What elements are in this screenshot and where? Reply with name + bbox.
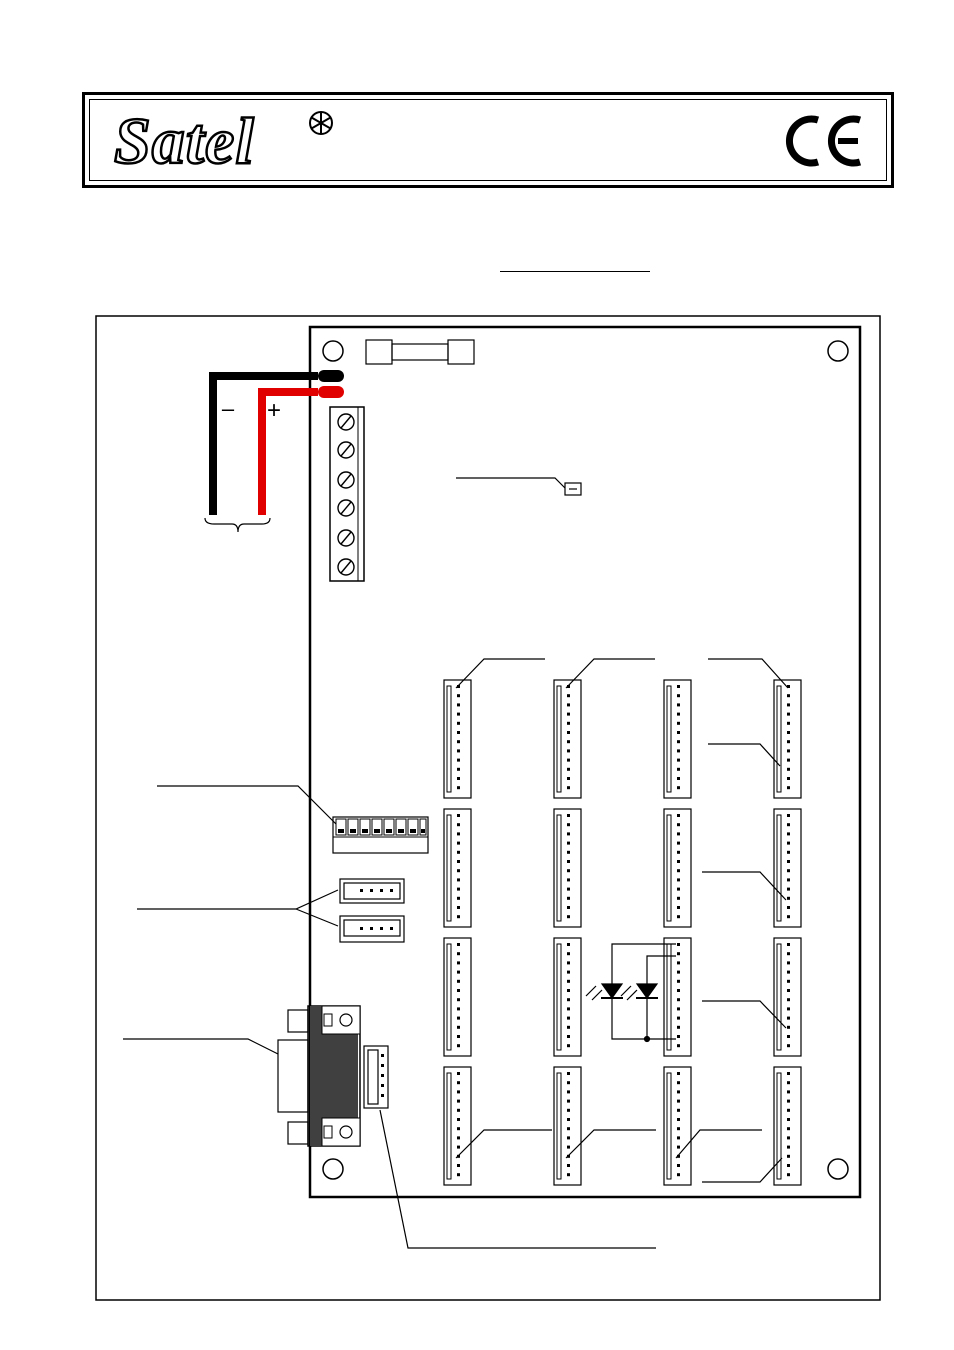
leader-line [565,1129,656,1159]
power-minus-label: – [222,396,235,421]
pin-connector [443,808,472,928]
negative-wire-end [318,370,344,382]
pin-connector [443,1066,472,1186]
mounting-hole [322,1158,344,1180]
pin-connector [773,1066,802,1186]
leader-line [565,658,655,689]
pin-connector [553,937,582,1057]
vertical-pin-header [363,1045,389,1109]
board-outline [308,325,862,1199]
fuse [365,339,475,365]
pin-connector [553,1066,582,1186]
ce-mark-icon [785,115,862,167]
pin-connector [663,1066,692,1186]
screw-terminal-block [329,406,365,582]
pin-connector [773,808,802,928]
leader-line [456,477,566,489]
pin-connector [663,808,692,928]
power-brace [204,517,271,533]
leader-line [702,1000,787,1029]
pin-connector [663,937,692,1057]
leader-line [708,743,781,767]
small-component [564,482,582,496]
leader-line [379,1109,656,1249]
leader-line [675,1129,762,1159]
pin-connector [553,808,582,928]
positive-wire-end [318,386,344,398]
pin-connector [663,679,692,799]
mounting-hole [827,340,849,362]
serial-db-connector [277,1005,361,1147]
power-plus-label: + [267,397,281,424]
asterisk-star-icon [309,111,333,135]
leader-line [137,889,339,927]
pin-connector [443,937,472,1057]
header-inner-border: Satel [89,99,887,181]
leader-line [455,658,545,689]
pin-connector [443,679,472,799]
pin-header-connectors [339,878,405,943]
dip-switch [332,816,429,854]
mounting-hole [827,1158,849,1180]
leader-line [708,658,789,689]
leader-line [702,871,787,901]
leader-line [455,1129,552,1159]
negative-wire [209,372,318,515]
figure-frame [95,315,881,1301]
pin-connector [773,679,802,799]
led-pair-schematic [585,943,676,1043]
leader-line [123,1038,279,1055]
mounting-holes [322,340,849,1180]
pin-connector [773,937,802,1057]
title-underline [500,271,650,272]
leader-line [157,785,337,825]
power-wires [209,370,344,515]
mounting-hole [322,340,344,362]
pin-connector [553,679,582,799]
leader-line [702,1157,783,1183]
header-frame: Satel [82,92,894,188]
satel-logo: Satel [113,104,255,180]
positive-wire [258,388,318,515]
connector-grid [443,679,802,1186]
